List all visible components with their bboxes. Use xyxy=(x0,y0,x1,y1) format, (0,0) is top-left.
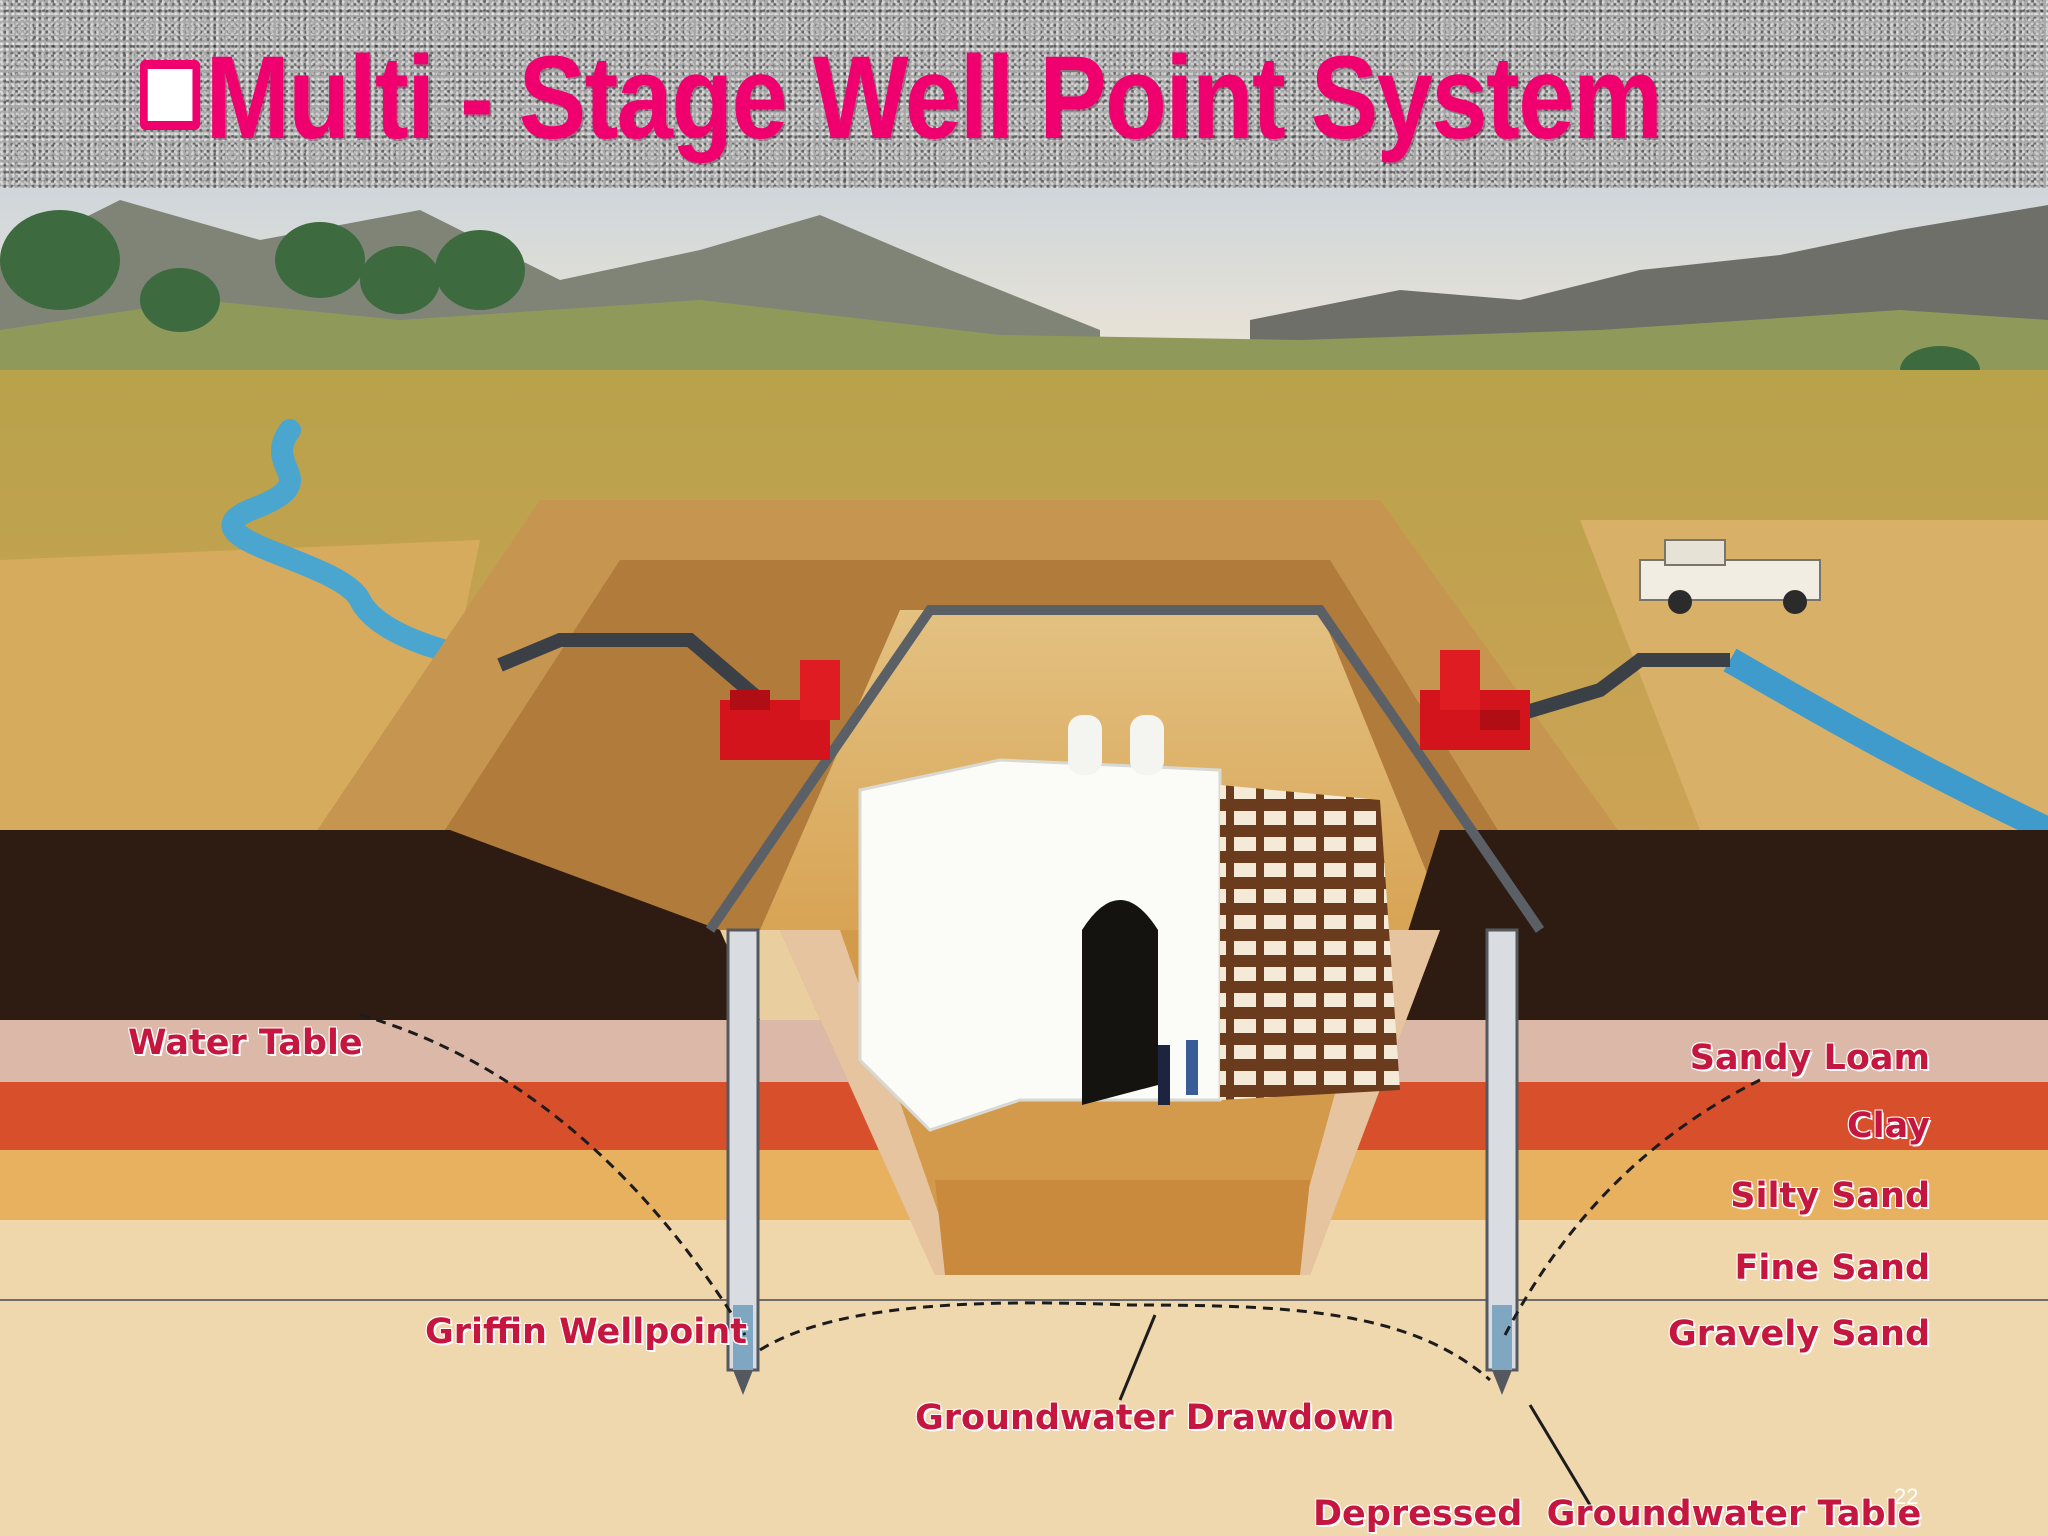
slide-title: Multi - Stage Well Point System xyxy=(140,28,1663,168)
section-dark-left xyxy=(0,830,760,1020)
worker-1 xyxy=(1158,1045,1170,1105)
wellpoint-right xyxy=(1485,928,1519,1395)
diagram-illustration xyxy=(0,188,2048,1536)
section-dark-right xyxy=(1380,830,2048,1020)
wellpoint-left xyxy=(726,928,760,1395)
label-depressed-groundwater-table: Depressed Groundwater Table xyxy=(1313,1494,1922,1534)
discharge-pipe-left xyxy=(497,633,765,706)
slide-title-text: Multi - Stage Well Point System xyxy=(205,32,1663,164)
depressed-table-leader xyxy=(1528,1404,1592,1506)
bullet-box-icon xyxy=(140,60,201,130)
discharge-pipe-right xyxy=(1497,653,1730,727)
label-groundwater-drawdown: Groundwater Drawdown xyxy=(915,1398,1395,1438)
wellpoint-diagram: Water Table Griffin Wellpoint Groundwate… xyxy=(0,188,2048,1536)
header-pipe xyxy=(705,605,1545,933)
label-layer-fine-sand: Fine Sand xyxy=(1734,1248,1930,1288)
label-water-table: Water Table xyxy=(128,1023,363,1063)
structure-doorway xyxy=(1082,900,1158,1105)
layer-gravely-sand xyxy=(0,1300,2048,1536)
brick-wall xyxy=(1220,785,1400,1100)
water-table-curve-right xyxy=(1503,1078,1761,1336)
creek xyxy=(221,419,531,676)
label-layer-silty-sand: Silty Sand xyxy=(1730,1176,1930,1216)
pump-right xyxy=(1420,650,1530,750)
pump-left xyxy=(720,660,840,760)
label-layer-clay: Clay xyxy=(1846,1106,1930,1146)
worker-2 xyxy=(1186,1040,1198,1095)
trench-floor xyxy=(935,1180,1310,1275)
structure-vent-1 xyxy=(1068,715,1102,775)
label-griffin-wellpoint: Griffin Wellpoint xyxy=(425,1312,747,1352)
creek-right xyxy=(1723,648,2048,842)
structure-vent-2 xyxy=(1130,715,1164,775)
label-layer-sandy-loam: Sandy Loam xyxy=(1689,1038,1930,1078)
pickup-truck xyxy=(1639,539,1821,614)
label-layer-gravely-sand: Gravely Sand xyxy=(1668,1314,1930,1354)
title-band: Multi - Stage Well Point System xyxy=(0,0,2048,188)
water-table-curve-left xyxy=(359,1013,747,1336)
page-number: 22 xyxy=(1894,1484,1919,1509)
drawdown-leader xyxy=(1118,1314,1157,1401)
drawdown-curve xyxy=(759,1301,1491,1382)
trench-slope-left xyxy=(780,930,960,1275)
trench-slope-right xyxy=(1285,930,1440,1275)
